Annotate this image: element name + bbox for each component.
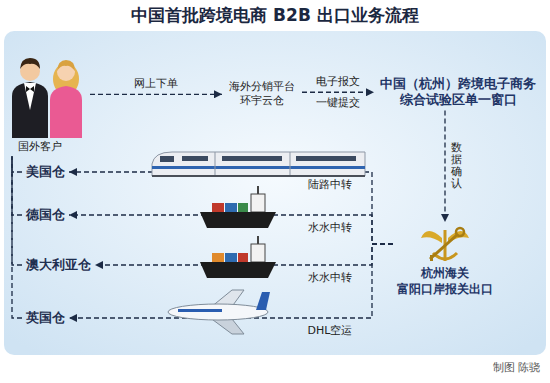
ship-illustration bbox=[251, 244, 265, 262]
node-text: 美国仓 bbox=[26, 164, 65, 180]
ship-illustration bbox=[251, 194, 265, 212]
train-illustration bbox=[160, 156, 174, 162]
platform-node: 海外分销平台 环宇云仓 bbox=[222, 78, 302, 111]
train-illustration bbox=[296, 156, 356, 161]
customs-emblem bbox=[421, 231, 442, 243]
train-illustration bbox=[152, 152, 365, 176]
ship-illustration bbox=[225, 203, 237, 212]
warehouse-node: 澳大利亚仓 bbox=[22, 255, 95, 275]
flow-arrow bbox=[12, 156, 22, 318]
train-illustration bbox=[152, 175, 365, 177]
node-text: 国外客户 bbox=[18, 140, 86, 154]
plane-illustration bbox=[178, 309, 222, 312]
flow-arrow bbox=[12, 156, 22, 172]
customer-figures bbox=[20, 58, 40, 69]
edge-label: 陆路中转 bbox=[308, 178, 352, 192]
edge-label: 数据确认 bbox=[451, 142, 462, 190]
flow-arrow bbox=[95, 244, 393, 265]
flow-arrow bbox=[302, 92, 374, 93]
warehouse-node: 德国仓 bbox=[22, 205, 69, 225]
train-illustration bbox=[182, 156, 208, 161]
flow-arrow bbox=[444, 111, 445, 223]
node-text: 杭州海关 富阳口岸报关出口 bbox=[397, 266, 493, 297]
edge-label: 电子报文 bbox=[316, 75, 360, 89]
node-text: 德国仓 bbox=[26, 207, 65, 223]
train-illustration bbox=[215, 152, 216, 176]
customer-group: 国外客户 bbox=[8, 52, 90, 156]
customer-figures bbox=[57, 60, 75, 71]
ship-illustration bbox=[200, 236, 276, 278]
ship-illustration bbox=[257, 186, 259, 194]
edge-label: 网上下单 bbox=[134, 77, 178, 91]
flow-arrow bbox=[12, 156, 22, 215]
node-text: 中国（杭州）跨境电子商务 综合试验区单一窗口 bbox=[378, 76, 538, 109]
ship-illustration bbox=[212, 203, 224, 212]
customs-emblem bbox=[421, 228, 469, 261]
customs-emblem bbox=[430, 234, 458, 259]
node-text: 英国仓 bbox=[26, 310, 65, 326]
warehouse-node: 英国仓 bbox=[22, 308, 69, 328]
ship-illustration bbox=[200, 262, 276, 278]
customer-figures bbox=[50, 86, 82, 138]
ship-illustration bbox=[238, 203, 248, 212]
customer-figures bbox=[24, 83, 36, 110]
plane-illustration bbox=[168, 290, 270, 334]
train-illustration bbox=[152, 166, 365, 169]
ship-illustration bbox=[257, 236, 259, 244]
diagram-title: 中国首批跨境电商 B2B 出口业务流程 bbox=[0, 4, 550, 26]
flow-arrow bbox=[90, 94, 222, 95]
warehouse-node: 美国仓 bbox=[22, 162, 69, 182]
flow-arrow bbox=[69, 172, 393, 244]
note-label: 一键提交 bbox=[316, 96, 360, 110]
train-illustration bbox=[152, 152, 365, 177]
ship-illustration bbox=[200, 212, 276, 228]
edge-label: 水水中转 bbox=[308, 221, 352, 235]
train-illustration bbox=[222, 156, 282, 161]
edge-label: DHL空运 bbox=[308, 324, 353, 338]
flow-arrow bbox=[12, 156, 22, 265]
node-text: 海外分销平台 环宇云仓 bbox=[226, 80, 298, 109]
plane-illustration bbox=[168, 304, 268, 320]
customer-figures bbox=[26, 86, 34, 92]
ship-illustration bbox=[200, 186, 276, 228]
credit-caption: 制图 陈骁 bbox=[493, 361, 541, 375]
customs-emblem bbox=[456, 228, 464, 236]
customer-figures bbox=[12, 82, 48, 138]
node-text: 澳大利亚仓 bbox=[26, 257, 91, 273]
customs-emblem bbox=[430, 255, 433, 261]
ship-illustration bbox=[238, 253, 248, 262]
ship-illustration bbox=[225, 253, 237, 262]
edge-label: 水水中转 bbox=[308, 271, 352, 285]
ship-illustration bbox=[212, 253, 224, 262]
panel bbox=[4, 31, 546, 355]
plane-illustration bbox=[256, 292, 270, 310]
single-window-node: 中国（杭州）跨境电子商务 综合试验区单一窗口 bbox=[374, 74, 542, 111]
customs-node: 杭州海关 富阳口岸报关出口 bbox=[393, 222, 497, 299]
train-illustration bbox=[290, 152, 291, 176]
customer-figures bbox=[12, 58, 82, 138]
